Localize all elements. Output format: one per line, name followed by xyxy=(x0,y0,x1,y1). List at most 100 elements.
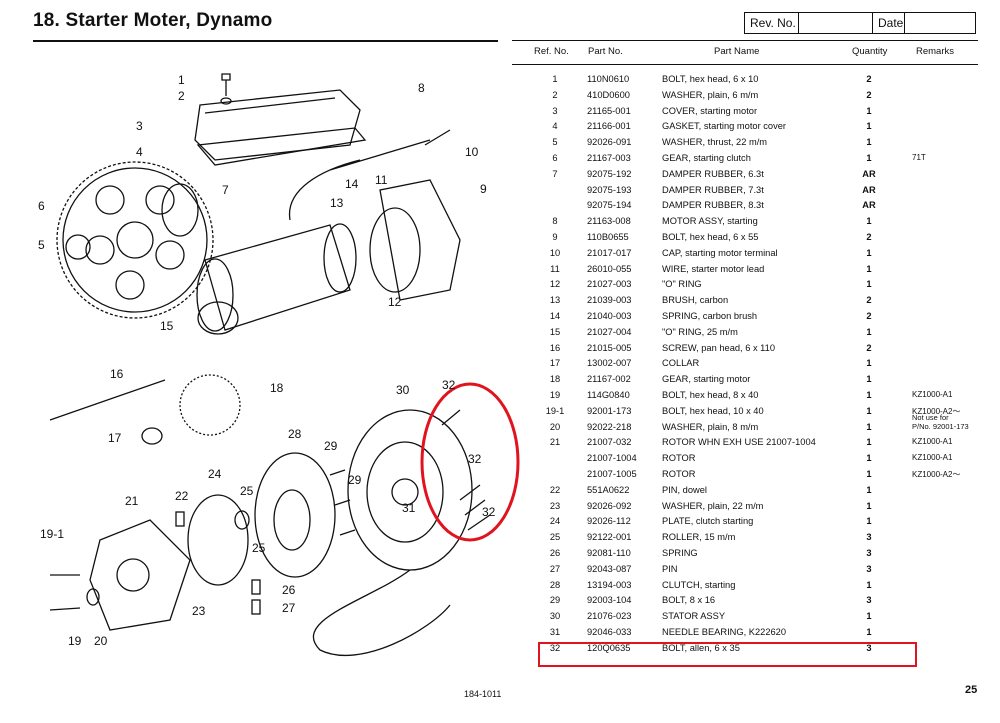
part-name-cell: MOTOR ASSY, starting xyxy=(662,216,758,227)
date-label: Date xyxy=(873,13,905,33)
part-name-cell: ROLLER, 15 m/m xyxy=(662,532,736,543)
part-no-cell: 110N0610 xyxy=(587,74,630,84)
remarks-cell: KZ1000-A2～ xyxy=(912,406,961,416)
part-no-cell: 92003-104 xyxy=(587,595,632,606)
quantity-cell: 3 xyxy=(866,642,872,653)
dowel-pin xyxy=(175,511,185,527)
part-name-cell: "O" RING, 25 m/m xyxy=(662,326,738,337)
parts-table-header: Ref. No. Part No. Part Name Quantity Rem… xyxy=(512,40,978,65)
part-name-cell: CAP, starting motor terminal xyxy=(662,247,778,258)
quantity-cell: 1 xyxy=(866,500,872,511)
part-no-cell: 21076-023 xyxy=(587,611,632,622)
quantity-cell: 1 xyxy=(866,263,872,274)
part-no-cell: 21017-017 xyxy=(587,247,632,258)
rev-value[interactable] xyxy=(798,13,873,33)
part-name-cell: GEAR, starting motor xyxy=(662,374,751,385)
header-part: Part No. xyxy=(588,46,623,57)
part-no-cell: 21007-1004 xyxy=(587,453,637,464)
callout-label: 20 xyxy=(94,634,108,648)
gasket-part xyxy=(196,127,367,166)
ref-cell: 24 xyxy=(549,516,561,527)
ref-cell: 13 xyxy=(549,295,561,306)
callout-label: 16 xyxy=(110,367,124,381)
ref-cell: 6 xyxy=(552,153,558,163)
quantity-cell: AR xyxy=(862,184,876,195)
ref-cell: 28 xyxy=(549,579,561,590)
ref-cell: 22 xyxy=(549,484,561,495)
quantity-cell: 1 xyxy=(866,153,872,163)
part-no-cell: 21039-003 xyxy=(587,295,632,306)
date-value[interactable] xyxy=(905,13,975,33)
part-no-cell: 92026-112 xyxy=(587,516,631,527)
washer-20 xyxy=(86,588,100,606)
callout-label: 32 xyxy=(482,505,496,519)
quantity-cell: 1 xyxy=(866,421,872,432)
cover-part xyxy=(194,89,361,161)
ref-cell: 7 xyxy=(552,168,558,179)
highlight-circle-32 xyxy=(420,382,520,542)
quantity-cell: 2 xyxy=(866,74,872,84)
rotor-part xyxy=(89,519,191,631)
ref-cell: 19-1 xyxy=(545,405,565,416)
quantity-cell: 1 xyxy=(866,279,872,290)
part-no-cell: 114G0840 xyxy=(587,390,630,400)
callout-label: 14 xyxy=(345,177,359,191)
part-name-cell: WASHER, plain, 22 m/m xyxy=(662,500,764,511)
page-number: 25 xyxy=(965,684,978,696)
ref-cell: 31 xyxy=(549,627,561,637)
part-no-cell: 110B0655 xyxy=(587,232,629,242)
ref-cell: 25 xyxy=(549,532,561,543)
needle-bearing xyxy=(391,478,419,506)
washer-part xyxy=(220,97,232,105)
part-name-cell: BOLT, hex head, 8 x 40 xyxy=(662,390,759,400)
quantity-cell: 1 xyxy=(866,216,872,227)
quantity-cell: 1 xyxy=(866,326,872,337)
part-no-cell: 92043-087 xyxy=(587,563,632,574)
part-name-cell: DAMPER RUBBER, 7.3t xyxy=(662,184,764,195)
part-no-cell: 92075-193 xyxy=(587,184,632,195)
rotor-bolts xyxy=(49,574,81,611)
part-no-cell: 21040-003 xyxy=(587,311,632,321)
part-name-cell: BOLT, hex head, 6 x 10 xyxy=(662,74,759,84)
quantity-cell: 2 xyxy=(866,232,872,242)
quantity-cell: AR xyxy=(862,200,876,211)
callout-label: 7 xyxy=(222,183,229,197)
quantity-cell: 3 xyxy=(866,532,872,543)
part-no-cell: 21166-001 xyxy=(587,121,631,132)
spring xyxy=(251,579,261,595)
quantity-cell: 3 xyxy=(866,548,872,558)
note-line: Not use for xyxy=(912,413,949,422)
part-no-cell: 92081-110 xyxy=(587,548,631,558)
quantity-cell: 1 xyxy=(866,611,872,622)
quantity-cell: 1 xyxy=(866,516,872,527)
quantity-cell: 2 xyxy=(866,311,872,321)
ref-cell: 19 xyxy=(549,390,561,400)
ref-cell: 11 xyxy=(550,263,560,274)
remarks-cell: KZ1000-A1 xyxy=(912,453,953,463)
ref-cell: 5 xyxy=(552,137,558,148)
part-no-cell: 21165-001 xyxy=(587,105,631,116)
part-no-cell: 21027-004 xyxy=(587,326,632,337)
remarks-cell: KZ1000-A2～ xyxy=(912,470,961,479)
motor-end-left xyxy=(196,258,234,332)
page-title: 18. Starter Moter, Dynamo xyxy=(33,10,273,31)
ref-cell: 8 xyxy=(552,216,558,227)
title-rule xyxy=(33,40,498,42)
quantity-cell: 1 xyxy=(866,579,872,590)
part-name-cell: SPRING, carbon brush xyxy=(662,311,758,321)
part-no-cell: 551A0622 xyxy=(587,484,630,495)
pin xyxy=(251,599,261,615)
